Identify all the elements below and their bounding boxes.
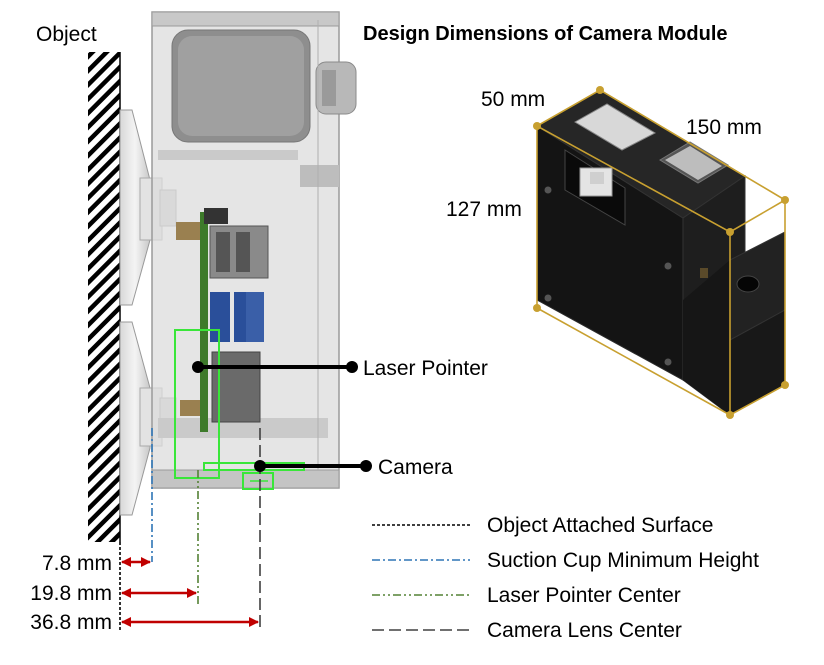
- camera-callout: Camera: [254, 456, 453, 479]
- offset-dimension-3: 36.8 mm: [30, 611, 259, 634]
- camera-label: Camera: [378, 456, 453, 479]
- legend-item-laser-center: Laser Pointer Center: [372, 584, 681, 607]
- object-wall: [88, 52, 120, 542]
- object-label: Object: [36, 23, 97, 46]
- legend-item-object-surface: Object Attached Surface: [372, 514, 713, 537]
- camera-lens-highlight: [242, 472, 274, 490]
- dimension-width-label: 50 mm: [481, 88, 545, 111]
- dimension-height-label: 127 mm: [446, 198, 522, 221]
- diagram-title: Design Dimensions of Camera Module: [363, 23, 728, 45]
- offset-dimension-1: 7.8 mm: [42, 552, 151, 575]
- camera-module-side-view: [151, 11, 357, 489]
- legend-item-suction-cup: Suction Cup Minimum Height: [372, 549, 759, 572]
- laser-pointer-callout: Laser Pointer: [192, 357, 488, 380]
- offset-dimension-2: 19.8 mm: [30, 582, 197, 605]
- legend: Object Attached Surface Suction Cup Mini…: [372, 514, 759, 642]
- laser-pointer-label: Laser Pointer: [363, 357, 488, 380]
- offset-label-1: 7.8 mm: [42, 552, 112, 575]
- legend-label: Camera Lens Center: [487, 619, 682, 642]
- legend-item-camera-lens: Camera Lens Center: [372, 619, 682, 642]
- legend-label: Suction Cup Minimum Height: [487, 549, 759, 572]
- camera-module-isometric: [533, 86, 789, 419]
- laser-pointer-highlight: [174, 329, 220, 479]
- dimension-depth-label: 150 mm: [686, 116, 762, 139]
- legend-label: Laser Pointer Center: [487, 584, 681, 607]
- offset-label-2: 19.8 mm: [30, 582, 112, 605]
- legend-label: Object Attached Surface: [487, 514, 713, 537]
- offset-label-3: 36.8 mm: [30, 611, 112, 634]
